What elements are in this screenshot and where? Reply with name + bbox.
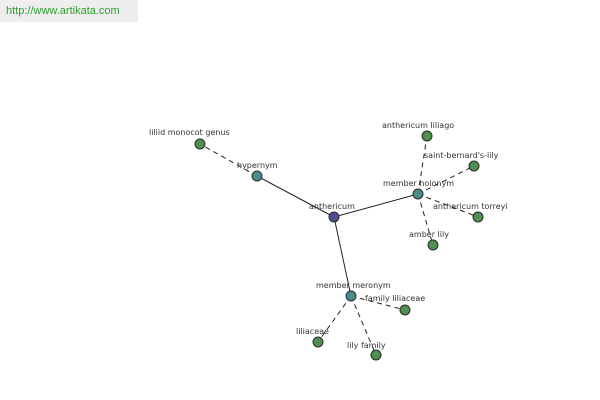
node-anthericum[interactable] [328,211,340,223]
edge-member-meronym-family-liliaceae [350,295,406,311]
graph-labels: liliid monocot genus hypernym anthericum… [149,121,508,350]
label-member-meronym: member meronym [316,281,391,290]
edge-member-holonym-saint-bernards-lily [417,165,475,195]
edge-anthericum-member-meronym [333,216,352,297]
node-member-meronym[interactable] [345,290,357,302]
graph-nodes [194,130,484,361]
label-liliaceae: liliaceae [296,327,329,336]
node-liliaceae[interactable] [312,336,324,348]
edge-hypernym-liliid-monocot-genus [199,143,258,177]
edge-anthericum-member-holonym [333,193,419,218]
label-lily-family: lily family [347,341,386,350]
edge-member-meronym-liliaceae [317,295,352,343]
graph-edges [199,135,479,356]
edge-member-meronym-lily-family [350,295,377,356]
edge-member-holonym-anthericum-torreyi [417,193,479,218]
edge-anthericum-hypernym [256,175,335,218]
label-amber-lily: amber lily [409,230,449,239]
label-member-holonym: member holonym [383,179,454,188]
node-anthericum-liliago[interactable] [421,130,433,142]
node-amber-lily[interactable] [427,239,439,251]
node-anthericum-torreyi[interactable] [472,211,484,223]
node-member-holonym[interactable] [412,188,424,200]
edge-member-holonym-anthericum-liliago [417,135,428,195]
label-anthericum-torreyi: anthericum torreyi [433,202,508,211]
label-saint-bernards-lily: saint-bernard's-lily [424,151,499,160]
node-family-liliaceae[interactable] [399,304,411,316]
label-hypernym: hypernym [237,161,278,170]
label-anthericum: anthericum [309,202,355,211]
label-liliid-monocot-genus: liliid monocot genus [149,128,230,137]
node-lily-family[interactable] [370,349,382,361]
label-anthericum-liliago: anthericum liliago [382,121,454,130]
label-family-liliaceae: family liliaceae [365,294,425,303]
node-liliid-monocot-genus[interactable] [194,138,206,150]
node-saint-bernards-lily[interactable] [468,160,480,172]
node-hypernym[interactable] [251,170,263,182]
site-url-link[interactable]: http://www.artikata.com [0,0,138,22]
